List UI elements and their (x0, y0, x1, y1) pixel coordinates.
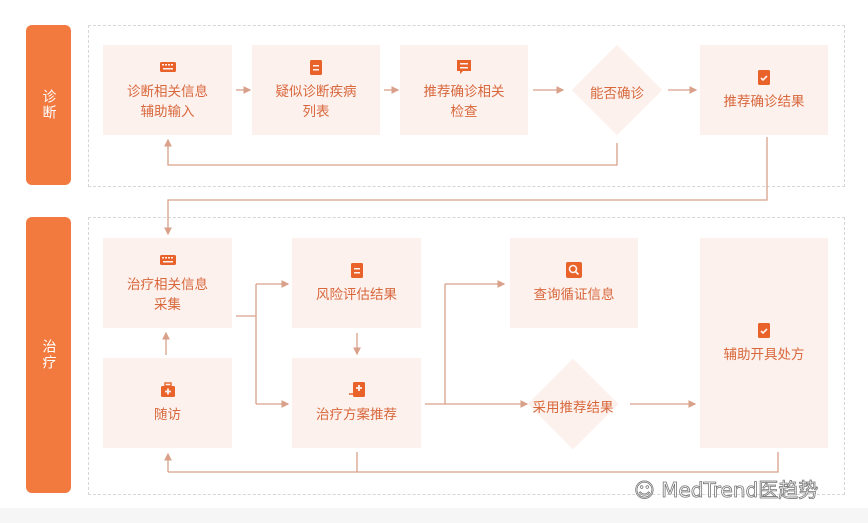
node-label: 推荐确诊结果 (723, 94, 805, 110)
clipboard-check-icon (758, 323, 770, 338)
node-label: 风险评估结果 (316, 287, 397, 303)
keyboard-icon (159, 62, 176, 72)
medical-kit-icon (160, 382, 175, 397)
node-treatment-plan: 治疗方案推荐 (292, 358, 421, 448)
node-label: 查询循证信息 (533, 287, 615, 303)
stage-label-treatment: 治疗 (26, 217, 71, 493)
node-label: 诊断相关信息 辅助输入 (127, 84, 208, 120)
node-prescription: 辅助开具处方 (700, 238, 828, 448)
node-label: 推荐确诊相关 检查 (423, 84, 505, 120)
clipboard-icon (350, 263, 363, 278)
node-label: 疑似诊断疾病 列表 (275, 84, 357, 120)
arrow-loop-back (164, 138, 618, 166)
search-icon (566, 262, 582, 278)
medical-hand-icon (348, 382, 365, 397)
clipboard-check-icon (758, 70, 770, 85)
node-recommended-exams: 推荐确诊相关 检查 (400, 45, 528, 135)
watermark: ☺ MedTrend医趋势 (634, 474, 819, 503)
keyboard-icon (159, 255, 176, 265)
node-risk-assessment: 风险评估结果 (292, 238, 421, 328)
node-confirmed-result: 推荐确诊结果 (700, 45, 828, 135)
stage-label-diagnosis: 诊断 (26, 25, 71, 185)
decision-can-confirm: 能否确诊 (590, 86, 644, 102)
arrow-to-treatment (164, 137, 768, 236)
node-label: 随访 (154, 407, 181, 423)
node-evidence-query: 查询循证信息 (510, 238, 638, 328)
wechat-icon: ☺ (634, 478, 662, 503)
node-label: 治疗方案推荐 (316, 407, 397, 423)
clipboard-icon (310, 60, 322, 75)
treatment-panel (88, 217, 845, 495)
stage-text: 诊断 (40, 89, 57, 121)
decision-adopt-result: 采用推荐结果 (532, 400, 614, 416)
connector (356, 452, 779, 473)
message-icon (457, 60, 471, 74)
node-treatment-info: 治疗相关信息 采集 (103, 238, 232, 328)
diagnosis-panel (88, 25, 845, 187)
node-diagnosis-input: 诊断相关信息 辅助输入 (103, 45, 232, 135)
node-follow-up: 随访 (103, 358, 232, 448)
stage-text: 治疗 (40, 339, 57, 371)
watermark-text: MedTrend医趋势 (661, 478, 819, 503)
node-label: 治疗相关信息 采集 (127, 277, 208, 313)
node-suspected-diseases: 疑似诊断疾病 列表 (252, 45, 380, 135)
node-label: 辅助开具处方 (723, 347, 805, 363)
footer-bar (0, 508, 868, 523)
